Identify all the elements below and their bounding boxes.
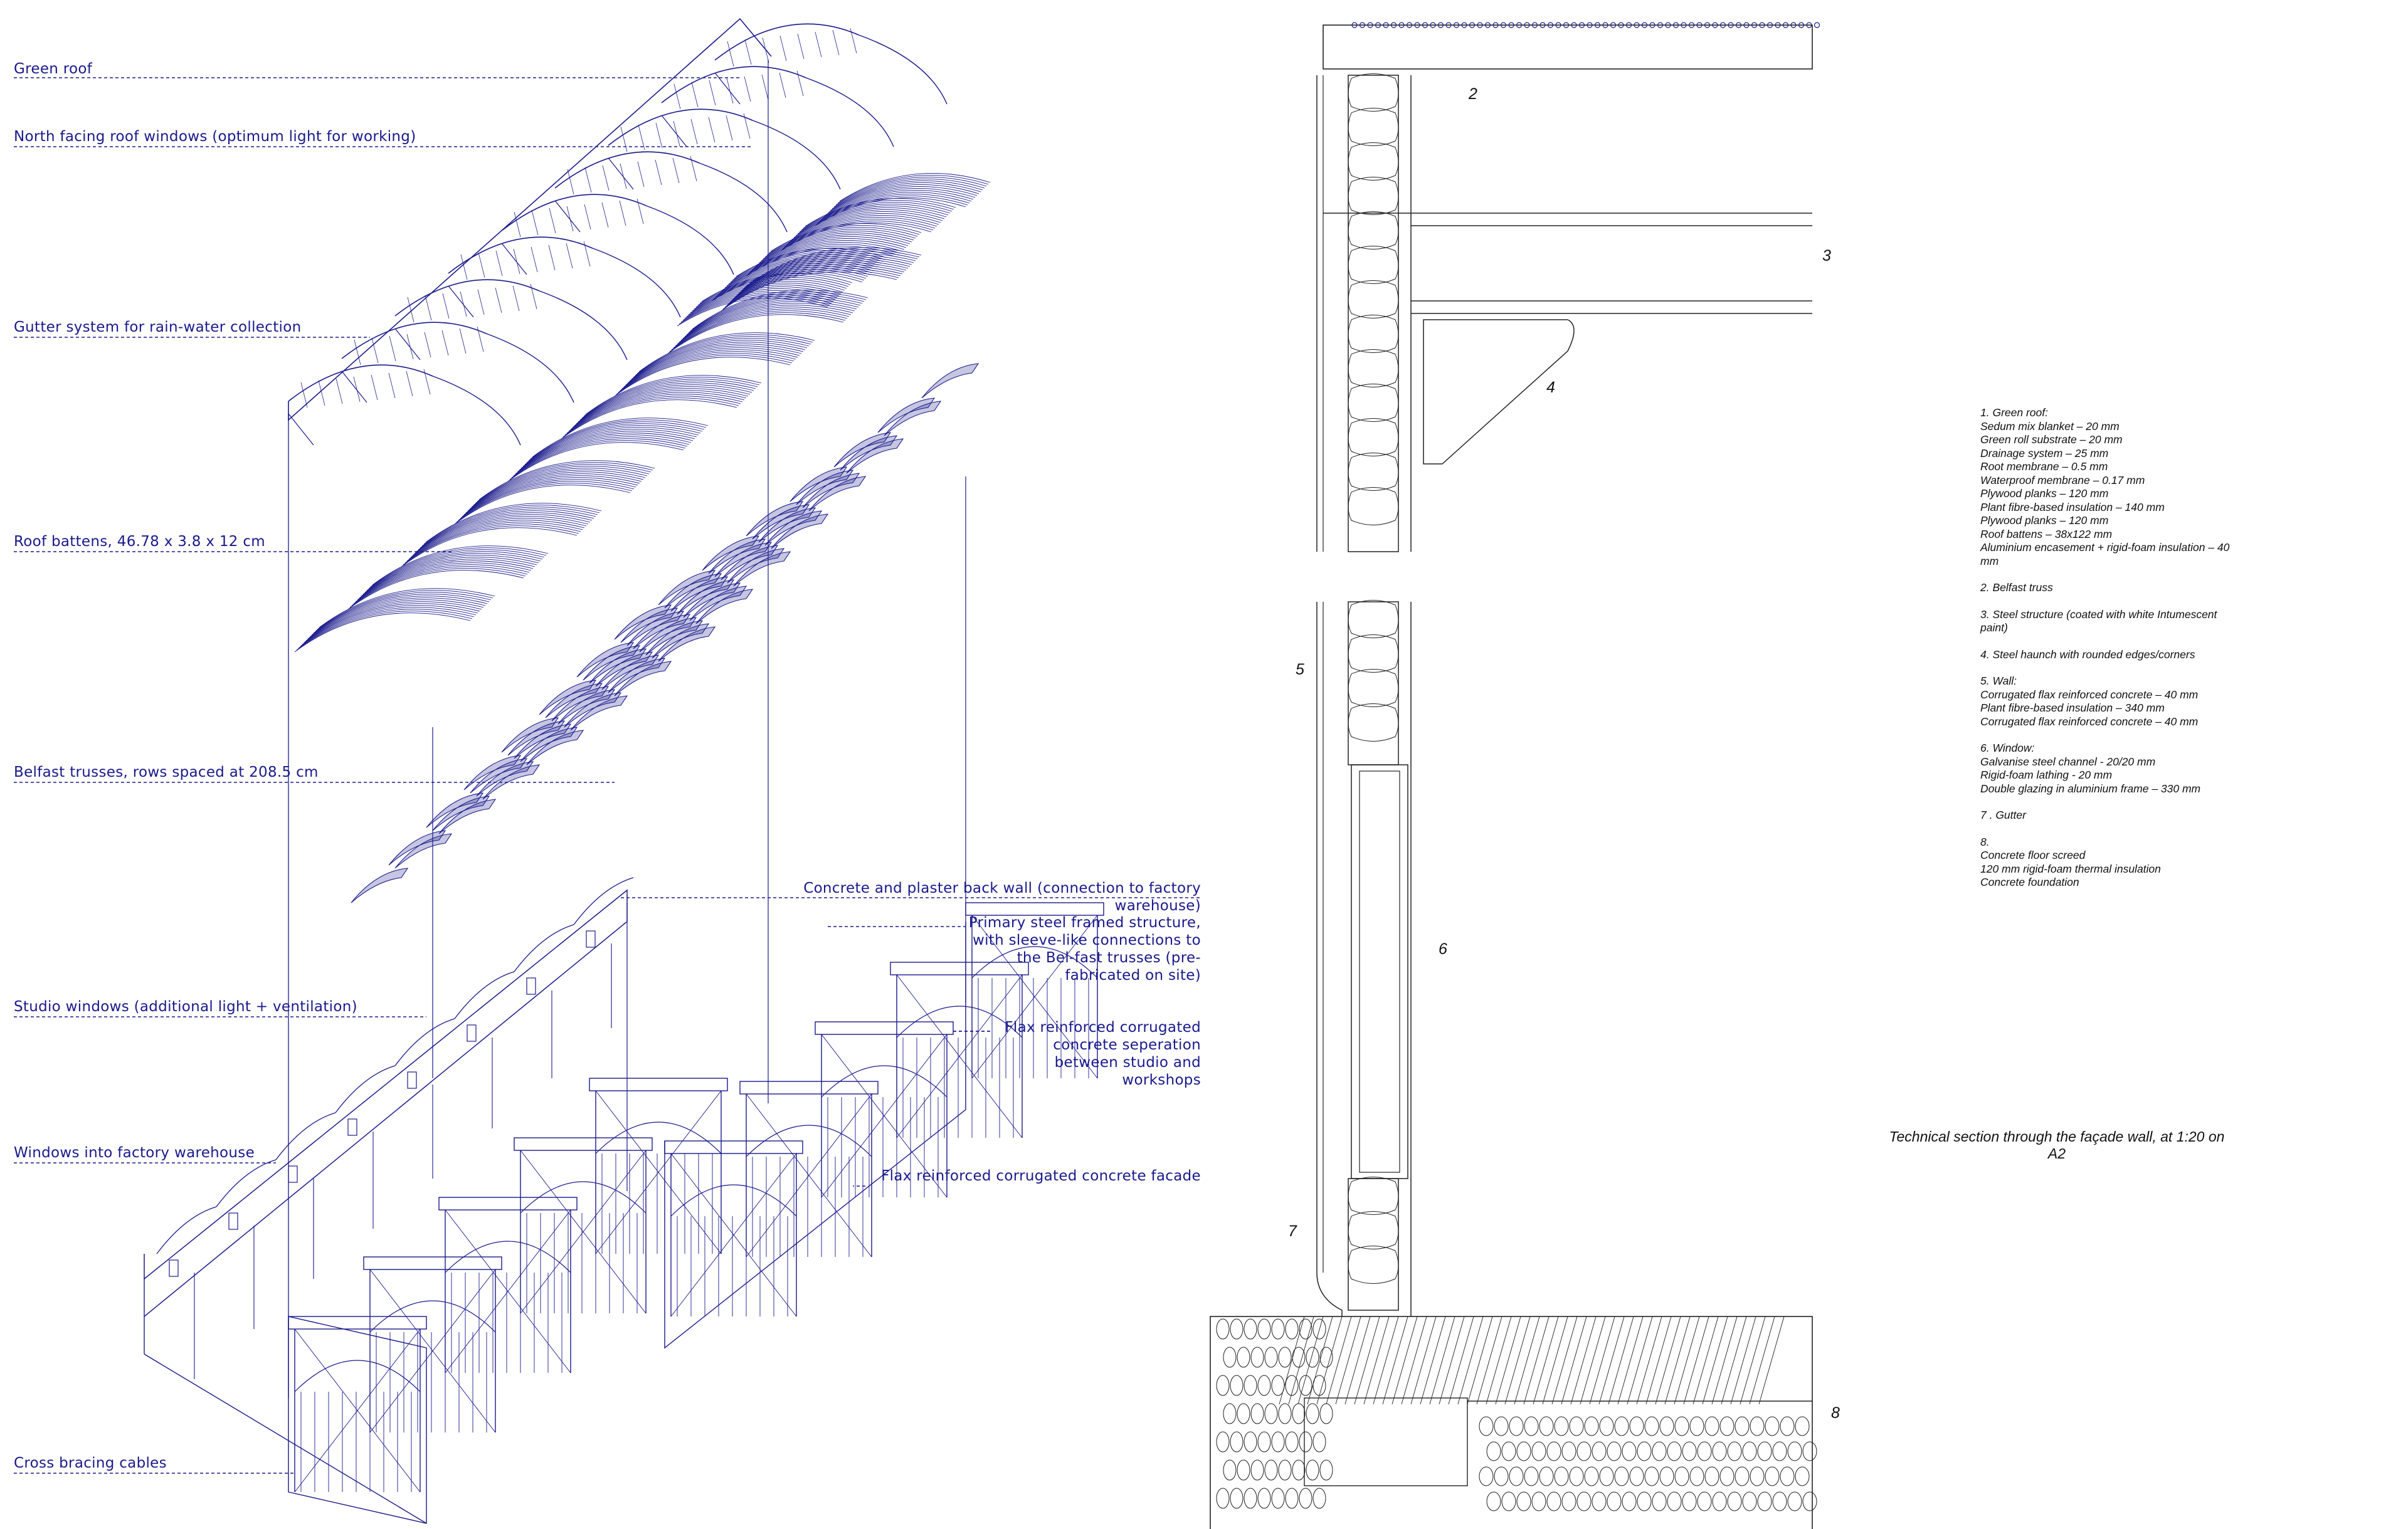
note-heading: 5. Wall: xyxy=(1980,675,2017,687)
note-heading: 7 . Gutter xyxy=(1980,809,2026,821)
note-line: 120 mm rigid-foam thermal insulation xyxy=(1980,862,2161,875)
note-line: Concrete foundation xyxy=(1980,876,2079,888)
back-wall xyxy=(144,877,634,1524)
technical-section xyxy=(1210,22,1820,1529)
note-line: Plant fibre-based insulation – 140 mm xyxy=(1980,500,2165,513)
note-line: Green roll substrate – 20 mm xyxy=(1980,433,2123,446)
section-number-4: 4 xyxy=(1546,379,1555,396)
label-green-roof: Green roof xyxy=(14,61,93,77)
note-group: 5. Wall:Corrugated flax reinforced concr… xyxy=(1980,675,2244,728)
label-back-wall: Concrete and plaster back wall (connecti… xyxy=(803,880,1201,914)
section-number-6: 6 xyxy=(1439,940,1447,958)
note-line: Plywood planks – 120 mm xyxy=(1980,514,2109,527)
note-group: 7 . Gutter xyxy=(1980,809,2244,822)
label-separation: Flax reinforced corrugated concrete sepe… xyxy=(1005,1019,1201,1088)
section-number-7: 7 xyxy=(1288,1222,1297,1240)
label-studio-windows: Studio windows (additional light + venti… xyxy=(14,999,357,1015)
note-heading: 8. xyxy=(1980,835,1990,848)
note-line: Root membrane – 0.5 mm xyxy=(1980,460,2108,473)
note-heading: 3. Steel structure (coated with white In… xyxy=(1980,607,2217,634)
section-number-8: 8 xyxy=(1831,1404,1840,1422)
roof-battens xyxy=(294,173,991,653)
section-number-2: 2 xyxy=(1469,85,1477,103)
label-warehouse-windows: Windows into factory warehouse xyxy=(14,1145,255,1161)
note-line: Galvanise steel channel - 20/20 mm xyxy=(1980,755,2156,768)
label-facade: Flax reinforced corrugated concrete faca… xyxy=(881,1168,1201,1184)
note-line: Rigid-foam lathing - 20 mm xyxy=(1980,769,2113,781)
note-group: 4. Steel haunch with rounded edges/corne… xyxy=(1980,648,2244,662)
note-heading: 4. Steel haunch with rounded edges/corne… xyxy=(1980,648,2195,661)
note-line: Plant fibre-based insulation – 340 mm xyxy=(1980,701,2165,714)
note-line: Corrugated flax reinforced concrete – 40… xyxy=(1980,715,2199,728)
label-trusses: Belfast trusses, rows spaced at 208.5 cm xyxy=(14,764,319,780)
section-caption: Technical section through the façade wal… xyxy=(1889,1128,2225,1162)
note-heading: 6. Window: xyxy=(1980,742,2035,754)
note-line: Plywood planks – 120 mm xyxy=(1980,487,2109,500)
note-line: Concrete floor screed xyxy=(1980,849,2086,861)
note-line: Roof battens – 38x122 mm xyxy=(1980,527,2113,540)
label-steel-frame: Primary steel framed structure, with sle… xyxy=(968,915,1201,984)
leader-lines xyxy=(14,77,1201,1474)
note-line: Double glazing in aluminium frame – 330 … xyxy=(1980,782,2201,795)
label-gutter: Gutter system for rain-water collection xyxy=(14,319,302,335)
note-heading: 2. Belfast truss xyxy=(1980,581,2053,594)
label-cross-bracing: Cross bracing cables xyxy=(14,1455,167,1471)
note-group: 2. Belfast truss xyxy=(1980,581,2244,595)
note-line: Corrugated flax reinforced concrete – 40… xyxy=(1980,688,2199,701)
green-roof-vaults xyxy=(288,18,948,446)
note-line: Waterproof membrane – 0.17 mm xyxy=(1980,473,2145,486)
note-heading: 1. Green roof: xyxy=(1980,406,2048,419)
studio-bays xyxy=(288,902,1104,1524)
note-line: Drainage system – 25 mm xyxy=(1980,446,2109,460)
belfast-trusses xyxy=(351,363,980,903)
note-line: Sedum mix blanket – 20 mm xyxy=(1980,419,2120,433)
note-group: 3. Steel structure (coated with white In… xyxy=(1980,608,2244,635)
note-group: 6. Window:Galvanise steel channel - 20/2… xyxy=(1980,742,2244,796)
section-number-3: 3 xyxy=(1822,247,1831,265)
section-number-5: 5 xyxy=(1296,661,1304,678)
note-line: Aluminium encasement + rigid-foam insula… xyxy=(1980,541,2230,567)
axonometric-frame xyxy=(288,60,966,1398)
label-battens: Roof battens, 46.78 x 3.8 x 12 cm xyxy=(14,533,265,550)
label-north-windows: North facing roof windows (optimum light… xyxy=(14,129,416,145)
